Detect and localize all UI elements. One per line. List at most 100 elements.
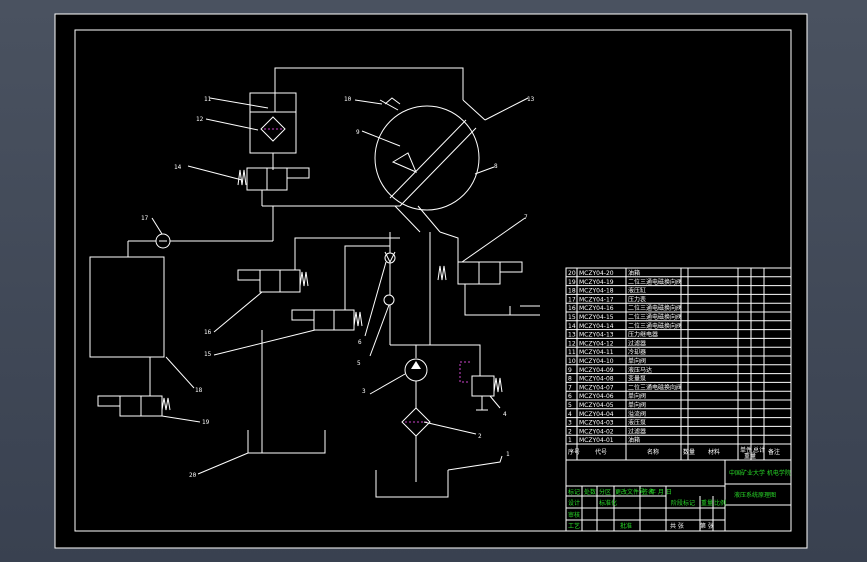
- bom-cell-no: 11: [568, 349, 576, 356]
- callout-14: 14: [174, 164, 182, 171]
- bom-cell-code: MCZY04-18: [579, 288, 614, 295]
- bom-cell-name: 二位三通电磁换向阀: [628, 304, 682, 312]
- drawing-sheet: [55, 14, 807, 548]
- bom-header-name: 名称: [647, 448, 659, 456]
- bom-cell-name: 液压泵: [628, 419, 646, 427]
- bom-cell-no: 20: [568, 270, 576, 277]
- pump-motor-8-9: [374, 97, 529, 233]
- tb-standard: 标准化: [599, 499, 617, 507]
- pressure-gauge-17: [127, 206, 274, 257]
- valve-16: [237, 237, 400, 293]
- bom-cell-code: MCZY04-06: [579, 393, 614, 400]
- bom-cell-code: MCZY04-11: [579, 349, 614, 356]
- bom-cell-name: 二位三通电磁换向阀: [628, 313, 682, 321]
- tank-20: [247, 430, 326, 454]
- callout-20: 20: [189, 472, 197, 479]
- bom-cell-no: 16: [568, 305, 576, 312]
- pump-3: [404, 344, 481, 408]
- callout-15: 15: [204, 351, 212, 358]
- tb-total-sheets: 共 张: [670, 522, 684, 530]
- bom-cell-no: 14: [568, 323, 576, 330]
- bom-cell-code: MCZY04-17: [579, 296, 614, 303]
- callout-13: 13: [527, 96, 535, 103]
- relief-valve-4: [459, 361, 503, 411]
- bom-header-code: 代号: [595, 448, 607, 456]
- tb-scale: 比例: [714, 499, 726, 507]
- bom-cell-no: 5: [568, 402, 572, 409]
- sheet-outer-border: [54, 13, 808, 549]
- bom-cell-code: MCZY04-12: [579, 340, 614, 347]
- callout-4: 4: [503, 411, 507, 418]
- bom-cell-code: MCZY04-01: [579, 437, 614, 444]
- bom-cell-name: 溢流阀: [628, 410, 646, 418]
- bom-cell-code: MCZY04-15: [579, 314, 614, 321]
- leader-lines: [151, 97, 526, 475]
- tb-zone: 分区: [599, 488, 611, 496]
- drawing-title: 液压系统原理图: [734, 491, 776, 499]
- bom-header-no: 序号: [568, 448, 580, 456]
- bom-cell-no: 13: [568, 332, 576, 339]
- callout-16: 16: [204, 329, 212, 336]
- bom-cell-name: 液压缸: [628, 287, 646, 295]
- tb-mark: 标记: [568, 488, 580, 496]
- check-valves-5-6: [383, 232, 431, 358]
- bom-cell-code: MCZY04-13: [579, 332, 614, 339]
- bom-cell-name: 压力表: [628, 295, 646, 303]
- bom-cell-code: MCZY04-09: [579, 367, 614, 374]
- cooler-filter-11-12: [249, 92, 297, 170]
- callout-12: 12: [196, 116, 204, 123]
- school-name: 中国矿业大学 机电学院: [729, 469, 791, 477]
- callout-6: 6: [358, 339, 362, 346]
- bom-cell-code: MCZY04-16: [579, 305, 614, 312]
- tb-sheet-no: 第 张: [700, 522, 714, 530]
- bom-cell-no: 4: [568, 411, 572, 418]
- filter-2: [401, 407, 431, 482]
- tb-approve: 批准: [620, 522, 632, 530]
- callout-3: 3: [362, 388, 366, 395]
- bom-cell-name: 二位三通电磁换向阀: [628, 383, 682, 391]
- bom-cell-name: 压力继电器: [628, 331, 658, 339]
- valve-14: [237, 167, 400, 207]
- bom-cell-name: 单向阀: [628, 401, 646, 409]
- tb-change-doc: 更改文件号: [615, 488, 645, 496]
- valve-15: [291, 245, 390, 331]
- callout-18: 18: [195, 387, 203, 394]
- bom-cell-no: 1: [568, 437, 572, 444]
- bom-cell-code: MCZY04-04: [579, 411, 614, 418]
- tb-process: 工艺: [568, 522, 580, 530]
- tb-weight: 重量: [701, 499, 713, 507]
- bom-cell-code: MCZY04-19: [579, 279, 614, 286]
- callout-9: 9: [356, 129, 360, 136]
- bom-header-remark: 备注: [768, 448, 780, 456]
- bom-header-single: 单件: [740, 446, 752, 454]
- bom-cell-no: 8: [568, 376, 572, 383]
- top-return-line: [274, 67, 464, 112]
- callout-8: 8: [494, 163, 498, 170]
- bom-cell-name: 二位三通电磁换向阀: [628, 278, 682, 286]
- bom-cell-code: MCZY04-14: [579, 323, 614, 330]
- bom-cell-no: 3: [568, 420, 572, 427]
- tb-sign: 签名: [642, 488, 654, 496]
- bom-cell-code: MCZY04-05: [579, 402, 614, 409]
- tb-stage-mark: 阶段标记: [671, 499, 695, 507]
- bom-cell-name: 油箱: [628, 436, 640, 444]
- tb-date: 年 月 日: [650, 488, 672, 496]
- bom-header-row: 序号 代号 名称 数量 材料 单件 总计 重量 备注: [565, 443, 792, 461]
- bom-header-total: 总计: [753, 446, 765, 454]
- callout-17: 17: [141, 215, 149, 222]
- bom-cell-name: 过滤器: [628, 339, 646, 347]
- cylinder-18: [89, 256, 165, 358]
- bom-cell-name: 单向阀: [628, 357, 646, 365]
- callout-5: 5: [357, 360, 361, 367]
- bom-cell-no: 18: [568, 288, 576, 295]
- bom-cell-name: 变量泵: [628, 375, 646, 383]
- bom-cell-no: 6: [568, 393, 572, 400]
- tb-design: 设计: [568, 499, 580, 507]
- tb-count: 处数: [584, 488, 596, 496]
- bom-cell-no: 2: [568, 428, 572, 435]
- bom-cell-no: 17: [568, 296, 576, 303]
- bom-cell-name: 单向阀: [628, 392, 646, 400]
- bom-cell-name: 液压马达: [628, 366, 652, 374]
